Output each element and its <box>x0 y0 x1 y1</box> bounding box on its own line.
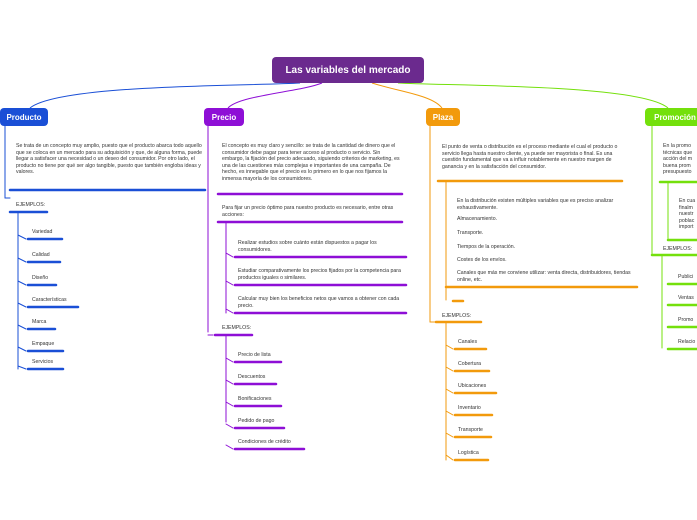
promocion-sub-line: finalm <box>679 204 693 211</box>
promocion-description-line: buena prom <box>663 162 691 169</box>
plaza-sub-item[interactable]: En la distribución existen múltiples var… <box>457 198 614 211</box>
producto-example[interactable]: Empaque <box>32 341 55 347</box>
plaza-example[interactable]: Inventario <box>458 405 481 411</box>
root-topic[interactable]: Las variables del mercado <box>272 57 424 83</box>
plaza-example[interactable]: Canales <box>458 339 478 345</box>
producto-example[interactable]: Variedad <box>32 229 53 235</box>
branch-producto[interactable]: Producto <box>0 108 48 126</box>
precio-example[interactable]: Bonificaciones <box>238 396 272 402</box>
precio-example[interactable]: Condiciones de crédito <box>238 439 291 445</box>
plaza-examples-label[interactable]: EJEMPLOS: <box>442 313 472 319</box>
producto-example[interactable]: Servicios <box>32 359 54 365</box>
promocion-sub-line: En cua <box>679 198 696 204</box>
producto-example[interactable]: Características <box>32 297 67 303</box>
plaza-sub-item[interactable]: Costes de los envíos. <box>457 257 507 263</box>
precio-intro[interactable]: Para fijar un precio óptimo para nuestro… <box>222 205 394 218</box>
plaza-sub-item[interactable]: Tiempos de la operación. <box>457 244 516 250</box>
promocion-description[interactable]: En la promo técnicas que acción del m bu… <box>663 143 697 176</box>
producto-example[interactable]: Marca <box>32 319 47 325</box>
branch-plaza[interactable]: Plaza <box>426 108 460 126</box>
plaza-example[interactable]: Cobertura <box>458 361 482 367</box>
promocion-example[interactable]: Relacio <box>678 339 696 345</box>
precio-action[interactable]: Realizar estudios sobre cuánto están dis… <box>238 240 377 253</box>
promocion-sub-line: import <box>679 224 694 231</box>
plaza-sub-item[interactable]: Canales que más me conviene utilizar: ve… <box>457 270 631 283</box>
plaza-description[interactable]: El punto de venta o distribución es el p… <box>442 144 618 170</box>
producto-example[interactable]: Calidad <box>32 252 50 258</box>
promocion-description-line: técnicas que <box>663 149 693 156</box>
precio-example[interactable]: Descuentos <box>238 374 266 380</box>
promocion-sub-line: nuestr <box>679 211 694 218</box>
promocion-description-line: En la promo <box>663 143 691 149</box>
promocion-example[interactable]: Ventas <box>678 295 694 301</box>
precio-action[interactable]: Estudiar comparativamente los precios fi… <box>238 268 401 281</box>
promocion-description-line: acción del m <box>663 156 693 163</box>
producto-example[interactable]: Diseño <box>32 275 49 281</box>
promocion-sub-item[interactable]: En cua finalm nuestr poblac import <box>679 198 697 231</box>
branch-precio[interactable]: Precio <box>204 108 244 126</box>
precio-action[interactable]: Calcular muy bien los beneficios netos q… <box>238 296 400 309</box>
promocion-examples-label[interactable]: EJEMPLOS: <box>663 246 693 252</box>
plaza-sub-item[interactable]: Transporte. <box>457 230 484 236</box>
producto-description[interactable]: Se trata de un concepto muy amplio, pues… <box>16 143 203 176</box>
plaza-sub-item[interactable]: Almacenamiento. <box>457 216 498 222</box>
precio-example[interactable]: Precio de lista <box>238 352 271 358</box>
promocion-description-line: presupuesto <box>663 169 692 176</box>
branch-promocion[interactable]: Promoción <box>645 108 697 126</box>
plaza-example[interactable]: Ubicaciones <box>458 383 487 389</box>
promocion-sub-line: poblac <box>679 217 695 224</box>
producto-examples-label[interactable]: EJEMPLOS: <box>16 202 46 208</box>
precio-example[interactable]: Pedido de pago <box>238 418 275 424</box>
plaza-example[interactable]: Logística <box>458 450 479 456</box>
plaza-example[interactable]: Transporte <box>458 427 483 433</box>
precio-examples-label[interactable]: EJEMPLOS: <box>222 325 252 331</box>
precio-description[interactable]: El concepto es muy claro y sencillo: se … <box>222 143 400 182</box>
promocion-example[interactable]: Promo <box>678 317 694 323</box>
promocion-example[interactable]: Publici <box>678 274 694 280</box>
